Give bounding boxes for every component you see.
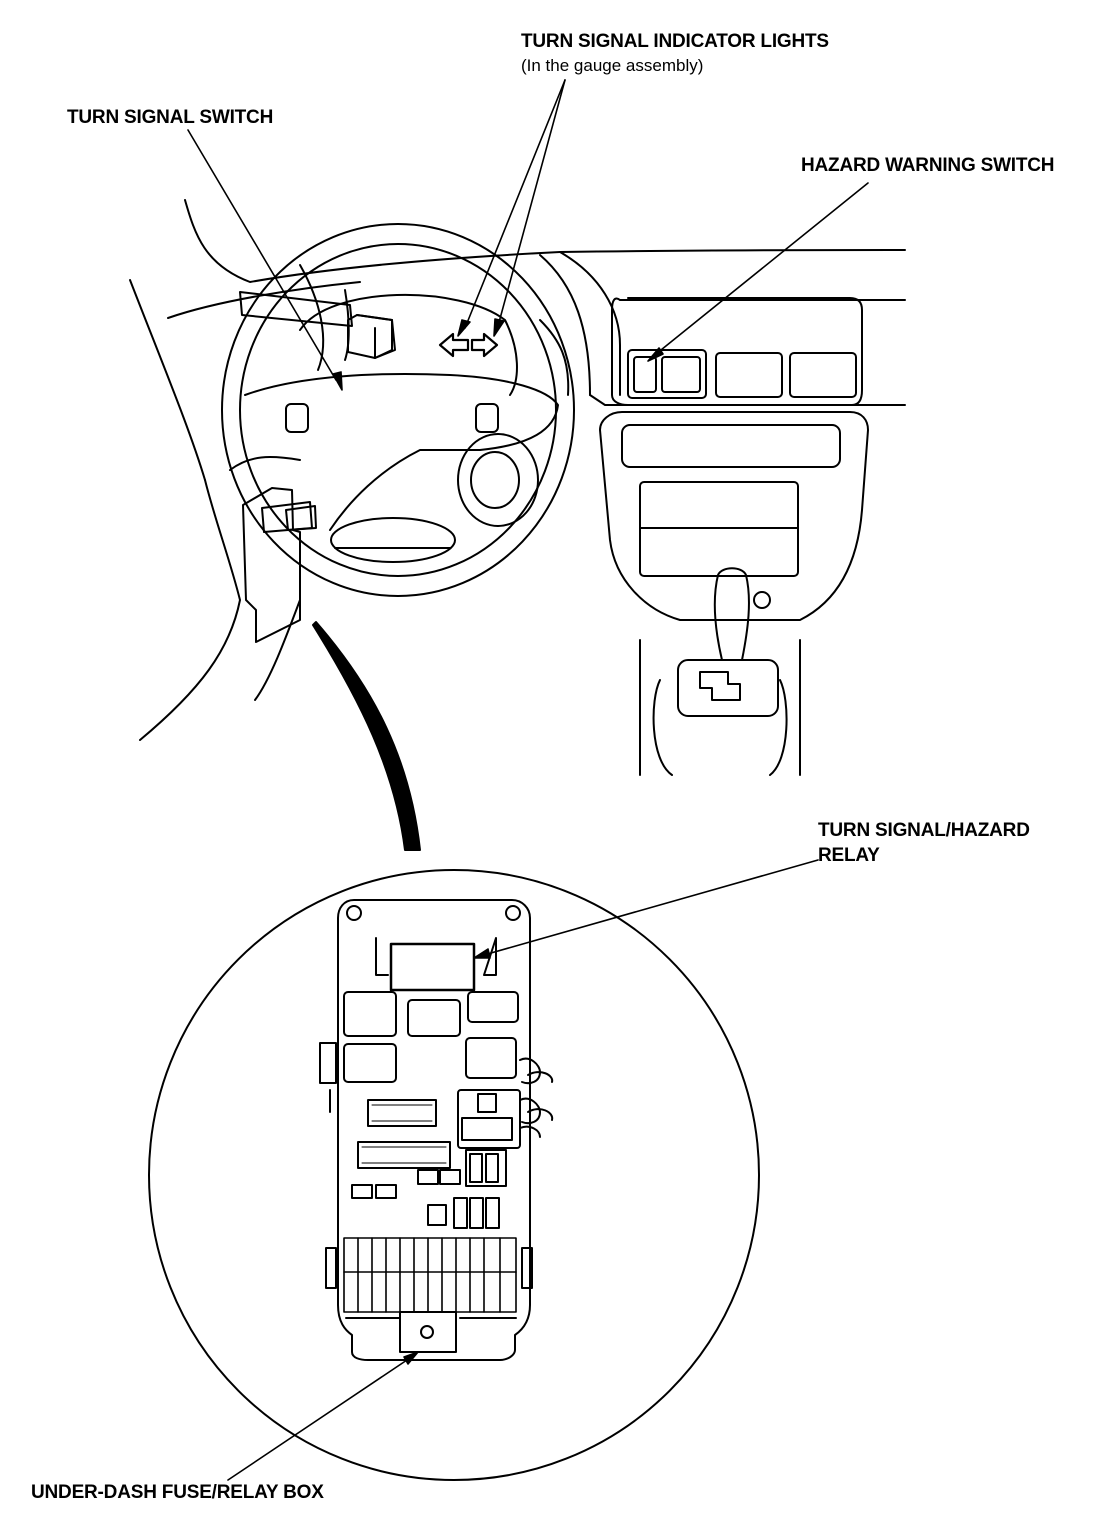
- steering-wheel: [221, 223, 575, 597]
- left-arrow-icon: [438, 332, 470, 358]
- turn-signal-hazard-relay: [389, 942, 476, 992]
- turn-signal-indicator-arrows: [438, 332, 499, 358]
- label-gauge-assembly-note: (In the gauge assembly): [521, 56, 704, 75]
- callout-circle: [148, 869, 760, 1481]
- fuse-relay-box: [319, 899, 554, 1361]
- combination-switch: [229, 456, 317, 643]
- hazard-switch-bezel: [627, 349, 707, 399]
- turn-signal-switch: [239, 291, 396, 359]
- leader-lines: [187, 79, 869, 1481]
- label-relay: RELAY: [818, 845, 880, 866]
- fuse-grid: [343, 1237, 517, 1313]
- label-turn-signal-hazard-relay: TURN SIGNAL/HAZARD: [818, 820, 1030, 841]
- label-turn-signal-switch: TURN SIGNAL SWITCH: [67, 107, 274, 128]
- center-stack: [599, 297, 869, 776]
- right-arrow-icon: [470, 332, 499, 358]
- shift-lever: [713, 567, 750, 661]
- hazard-warning-switch-button: [633, 356, 657, 393]
- label-hazard-warning-switch: HAZARD WARNING SWITCH: [801, 155, 1055, 176]
- label-under-dash-fuse-relay-box: UNDER-DASH FUSE/RELAY BOX: [31, 1482, 324, 1503]
- callout-wedge: [312, 621, 421, 851]
- label-turn-signal-indicator-lights: TURN SIGNAL INDICATOR LIGHTS: [521, 31, 829, 52]
